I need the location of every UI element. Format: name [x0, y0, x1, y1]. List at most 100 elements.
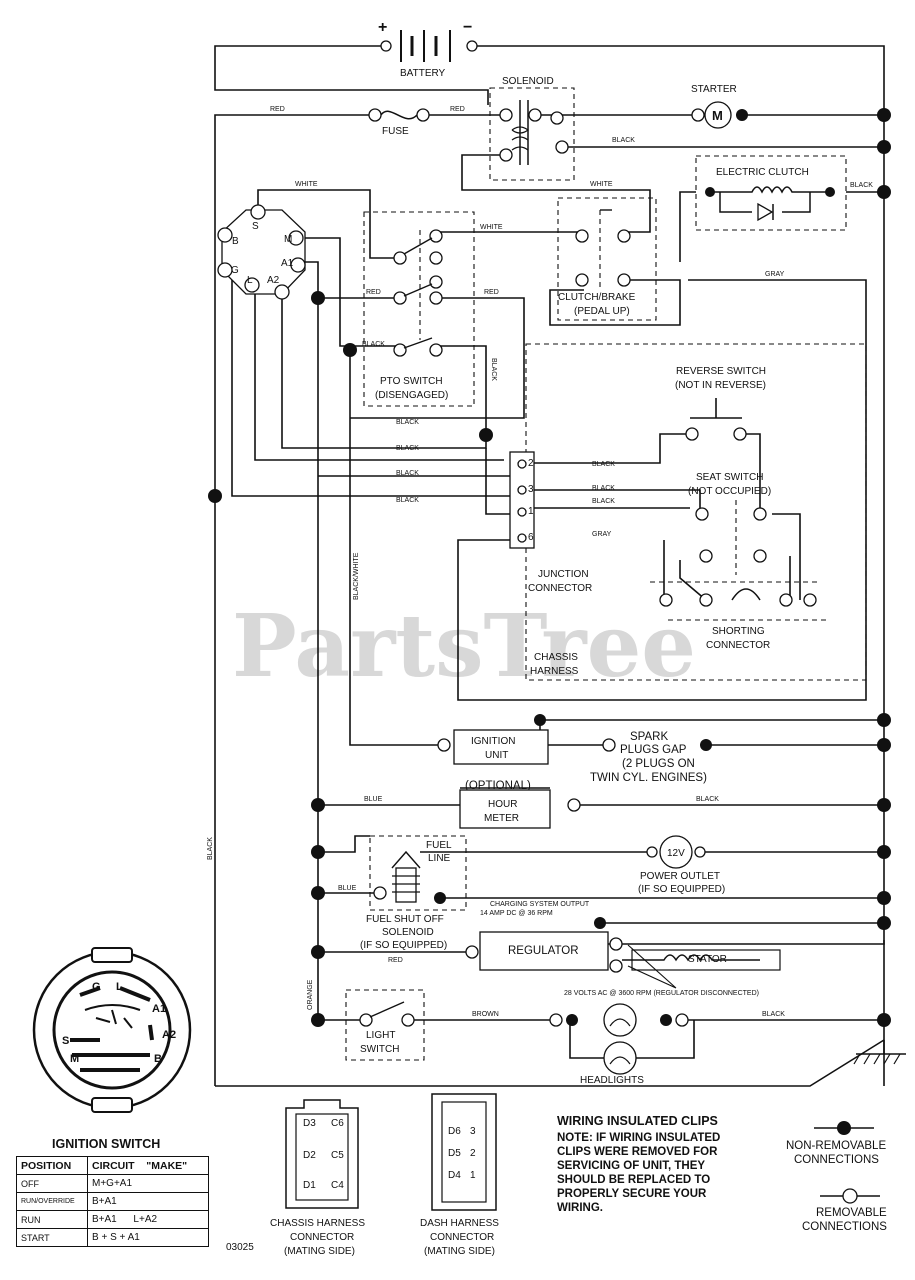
- dash-conn-3: (MATING SIDE): [424, 1246, 495, 1257]
- shorting-label-2: CONNECTOR: [706, 640, 770, 651]
- face-g: G: [92, 981, 101, 993]
- ign-term-g: G: [231, 265, 239, 276]
- junction-pin-1: 1: [528, 506, 534, 517]
- chassis-harness-connector: D3 C6 D2 C5 D1 C4 CHASSIS HARNESS CONNEC…: [270, 1099, 365, 1257]
- legend-removable-2: CONNECTIONS: [802, 1221, 887, 1233]
- power-outlet-1: POWER OUTLET: [640, 871, 720, 882]
- fuel-line-1: FUEL: [426, 840, 452, 851]
- solenoid: SOLENOID: [489, 76, 575, 181]
- battery-plus: +: [378, 19, 387, 36]
- spark-1: SPARK: [630, 731, 668, 743]
- chassis-conn-3: (MATING SIDE): [284, 1246, 355, 1257]
- wire-black-rev: BLACK: [592, 461, 615, 468]
- wire-white-s: WHITE: [295, 181, 318, 188]
- electric-clutch-label: ELECTRIC CLUTCH: [716, 167, 809, 178]
- solenoid-label: SOLENOID: [502, 76, 554, 87]
- spark-3: (2 PLUGS ON: [622, 758, 695, 770]
- junction-connector: 2 3 1 6 JUNCTION CONNECTOR BLACK BLACK B…: [207, 419, 592, 860]
- wire-black-496: BLACK: [396, 497, 419, 504]
- dash-harness-connector: 3 2 1 D6 D5 D4 DASH HARNESS CONNECTOR (M…: [420, 1093, 499, 1257]
- seat-label-1: SEAT SWITCH: [696, 472, 763, 483]
- wire-red-pto-2: RED: [484, 289, 499, 296]
- wire-red-2: RED: [450, 106, 465, 113]
- headlights-label: HEADLIGHTS: [580, 1075, 644, 1086]
- face-s: S: [62, 1035, 69, 1047]
- dash-pin-d6: D6: [448, 1126, 461, 1137]
- ign-term-s: S: [252, 221, 259, 232]
- ign-term-a1: A1: [281, 258, 294, 269]
- charging-2: 14 AMP DC @ 36 RPM: [480, 910, 553, 917]
- fuse: FUSE RED RED: [270, 106, 465, 137]
- chassis-conn-2: CONNECTOR: [290, 1232, 354, 1243]
- row-position: RUN: [16, 1210, 88, 1229]
- table-header-position: POSITION: [16, 1156, 88, 1175]
- dash-conn-1: DASH HARNESS: [420, 1218, 499, 1229]
- wire-white-pto: WHITE: [480, 224, 503, 231]
- ignition-unit: IGNITION UNIT SPARK PLUGS GAP (2 PLUGS O…: [437, 714, 712, 784]
- wire-gray-clutch: GRAY: [765, 271, 785, 278]
- notes-line-4: SHOULD BE REPLACED TO: [557, 1174, 710, 1186]
- face-l: L: [116, 981, 123, 993]
- wire-black-418: BLACK: [396, 419, 419, 426]
- header-make: "MAKE": [146, 1159, 188, 1172]
- chassis-pin-c5: C5: [331, 1150, 344, 1161]
- reverse-label-1: REVERSE SWITCH: [676, 366, 766, 377]
- starter-label: STARTER: [691, 84, 737, 95]
- battery-minus: −: [463, 19, 472, 36]
- headlights: HEADLIGHTS: [549, 1003, 689, 1086]
- chassis-conn-1: CHASSIS HARNESS: [270, 1218, 365, 1229]
- junction-pin-6: 6: [528, 532, 534, 543]
- dash-conn-2: CONNECTOR: [430, 1232, 494, 1243]
- wire-black-left: BLACK: [207, 837, 214, 860]
- notes-line-3: SERVICING OF UNIT, THEY: [557, 1160, 705, 1172]
- notes-line-5: PROPERLY SECURE YOUR: [557, 1188, 707, 1200]
- wire-black-hour: BLACK: [696, 796, 719, 803]
- wire-blue-hour: BLUE: [364, 796, 383, 803]
- wire-black-pto: BLACK: [362, 341, 385, 348]
- seat-label-2: (NOT OCCUPIED): [688, 486, 771, 497]
- diagram-code: 03025: [226, 1242, 254, 1253]
- wire-red-1: RED: [270, 106, 285, 113]
- chassis-harness: REVERSE SWITCH (NOT IN REVERSE) SEAT SWI…: [525, 343, 867, 681]
- fuel-sol-3: (IF SO EQUIPPED): [360, 940, 447, 951]
- ignition-switch-block: B S M G L A2 A1 WHITE: [217, 181, 318, 300]
- table-header-circuit: CIRCUIT "MAKE": [87, 1156, 209, 1175]
- table-row: RUN B+A1 L+A2: [16, 1210, 209, 1229]
- starter-m: M: [712, 108, 723, 123]
- charging-1: CHARGING SYSTEM OUTPUT: [490, 901, 590, 908]
- header-circuit: CIRCUIT: [92, 1159, 135, 1172]
- wire-red-pto: RED: [366, 289, 381, 296]
- light-switch: LIGHT SWITCH ORANGE BROWN BLACK: [307, 979, 785, 1061]
- chassis-pin-d1: D1: [303, 1180, 316, 1191]
- face-a1: A1: [152, 1003, 166, 1015]
- face-a2: A2: [162, 1029, 176, 1041]
- junction-pin-3: 3: [528, 484, 534, 495]
- ign-term-b: B: [232, 236, 239, 247]
- legend: NON-REMOVABLE CONNECTIONS REMOVABLE CONN…: [786, 1121, 887, 1233]
- row-circuit: B+A1 L+A2: [87, 1210, 209, 1229]
- wire-black-white: BLACK/WHITE: [353, 552, 360, 600]
- dash-pin-d5: D5: [448, 1148, 461, 1159]
- spark-2: PLUGS GAP: [620, 744, 687, 756]
- legend-nonremovable-1: NON-REMOVABLE: [786, 1140, 886, 1152]
- right-junction-dots: [208, 108, 891, 1027]
- chassis-pin-d3: D3: [303, 1118, 316, 1129]
- wire-black-seat1: BLACK: [592, 485, 615, 492]
- hour-meter: (OPTIONAL) HOUR METER BLUE BLACK: [364, 780, 719, 829]
- light-label-1: LIGHT: [366, 1030, 395, 1041]
- row-circuit: B+A1: [87, 1192, 209, 1211]
- wire-black-solenoid: BLACK: [612, 137, 635, 144]
- table-row: OFF M+G+A1: [16, 1174, 209, 1193]
- fuse-label: FUSE: [382, 126, 409, 137]
- shorting-label-1: SHORTING: [712, 626, 765, 637]
- stator-note: 28 VOLTS AC @ 3600 RPM (REGULATOR DISCON…: [564, 990, 759, 997]
- ign-term-m: M: [284, 234, 292, 245]
- row-circuit: B + S + A1: [87, 1228, 209, 1247]
- row-position: OFF: [16, 1174, 88, 1193]
- starter: M STARTER BLACK: [612, 84, 748, 144]
- face-m: M: [70, 1053, 79, 1065]
- face-b: B: [154, 1053, 162, 1065]
- junction-label-2: CONNECTOR: [528, 583, 592, 594]
- table-row: RUN/OVERRIDE B+A1: [16, 1192, 209, 1211]
- chassis-pin-d2: D2: [303, 1150, 316, 1161]
